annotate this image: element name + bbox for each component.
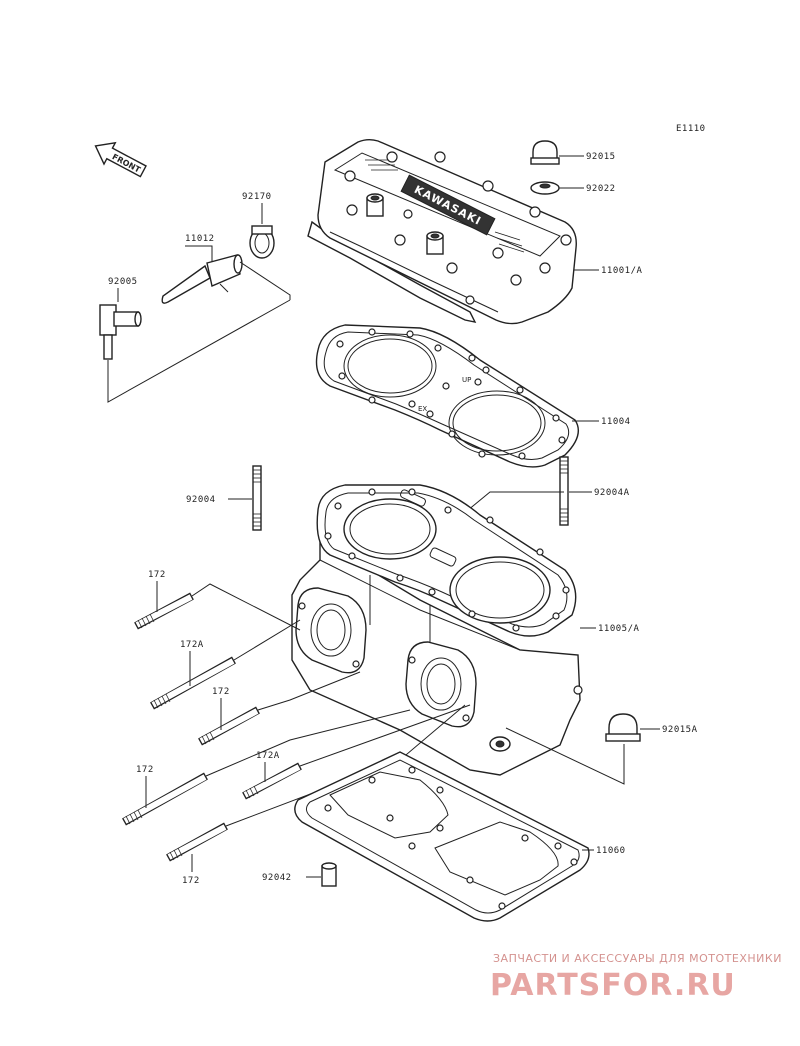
cylinder-head: KAWASAKI	[307, 139, 577, 325]
callout-172a-1: 172A	[180, 640, 204, 650]
callout-92004a: 92004A	[594, 488, 630, 498]
callout-92170: 92170	[242, 192, 272, 202]
head-bolt-holes	[344, 151, 572, 305]
spark-plug-boss	[366, 193, 444, 255]
gasket-mark-ex: EX	[418, 405, 427, 413]
callout-172-4: 172	[182, 876, 200, 886]
tee-fitting	[99, 304, 142, 360]
callout-172-1: 172	[148, 570, 166, 580]
exhaust-port-1	[295, 587, 367, 674]
callout-92004: 92004	[186, 495, 216, 505]
diagram-ref-code: E1110	[676, 124, 706, 134]
callout-92015: 92015	[586, 152, 616, 162]
stud-172a-1	[150, 656, 236, 710]
stud-92004	[252, 465, 262, 531]
stud-172-3	[242, 762, 302, 800]
callout-11005a: 11005/A	[598, 624, 640, 634]
acorn-nut-92015a	[605, 713, 641, 742]
callout-172-3: 172A	[256, 751, 280, 761]
callout-11001a: 11001/A	[601, 266, 643, 276]
stud-172a-2	[122, 772, 208, 826]
base-gasket	[294, 751, 590, 922]
watermark-tagline: ЗАПЧАСТИ И АКСЕССУАРЫ ДЛЯ МОТОТЕХНИКИ	[493, 952, 782, 965]
callout-92042: 92042	[262, 873, 292, 883]
head-gasket: UP EX	[315, 324, 579, 468]
gasket-mark-up: UP	[462, 376, 471, 384]
acorn-nut	[530, 140, 560, 165]
callout-92005: 92005	[108, 277, 138, 287]
callout-92022: 92022	[586, 184, 616, 194]
callout-92015a: 92015A	[662, 725, 698, 735]
water-fitting	[161, 254, 243, 304]
washer	[530, 181, 560, 195]
exhaust-port-2	[405, 641, 477, 728]
stud-92004a	[559, 456, 569, 526]
front-arrow-icon: FRONT	[94, 141, 147, 178]
stud-172-2	[198, 706, 260, 746]
callout-172a-2: 172	[136, 765, 154, 775]
callout-11012: 11012	[185, 234, 215, 244]
callout-172-2: 172	[212, 687, 230, 697]
callout-11004: 11004	[601, 417, 631, 427]
dowel-pin	[321, 862, 337, 887]
stud-172-4	[166, 822, 228, 862]
hose-clamp	[249, 225, 275, 259]
watermark-brand: PARTSFOR.RU	[490, 968, 736, 1003]
stud-172-1	[134, 592, 194, 630]
callout-11060: 11060	[596, 846, 626, 856]
cylinder-block	[291, 484, 583, 776]
